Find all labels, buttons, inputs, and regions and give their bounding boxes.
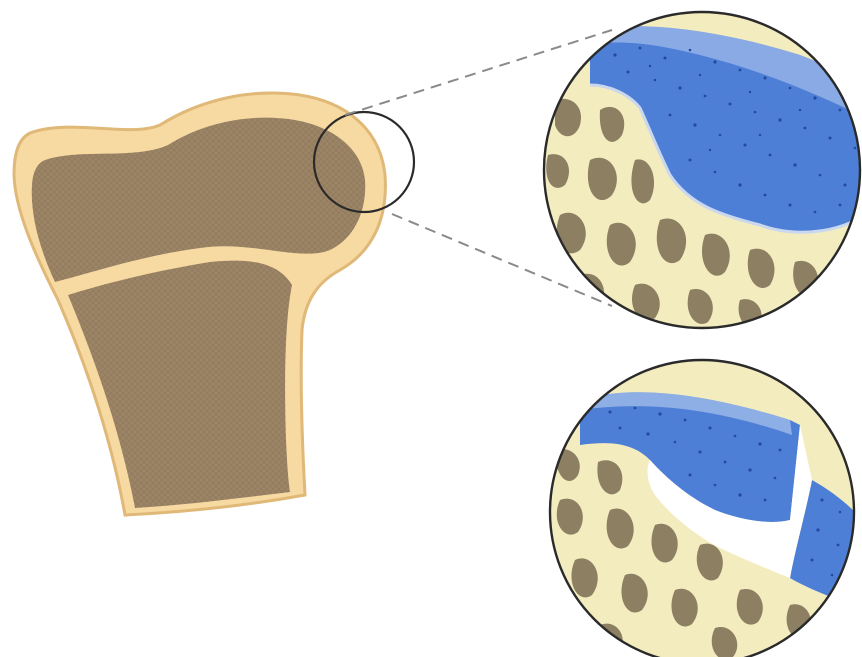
damaged-cartilage-detail-icon [545,355,862,657]
femur-head-icon [14,93,385,515]
